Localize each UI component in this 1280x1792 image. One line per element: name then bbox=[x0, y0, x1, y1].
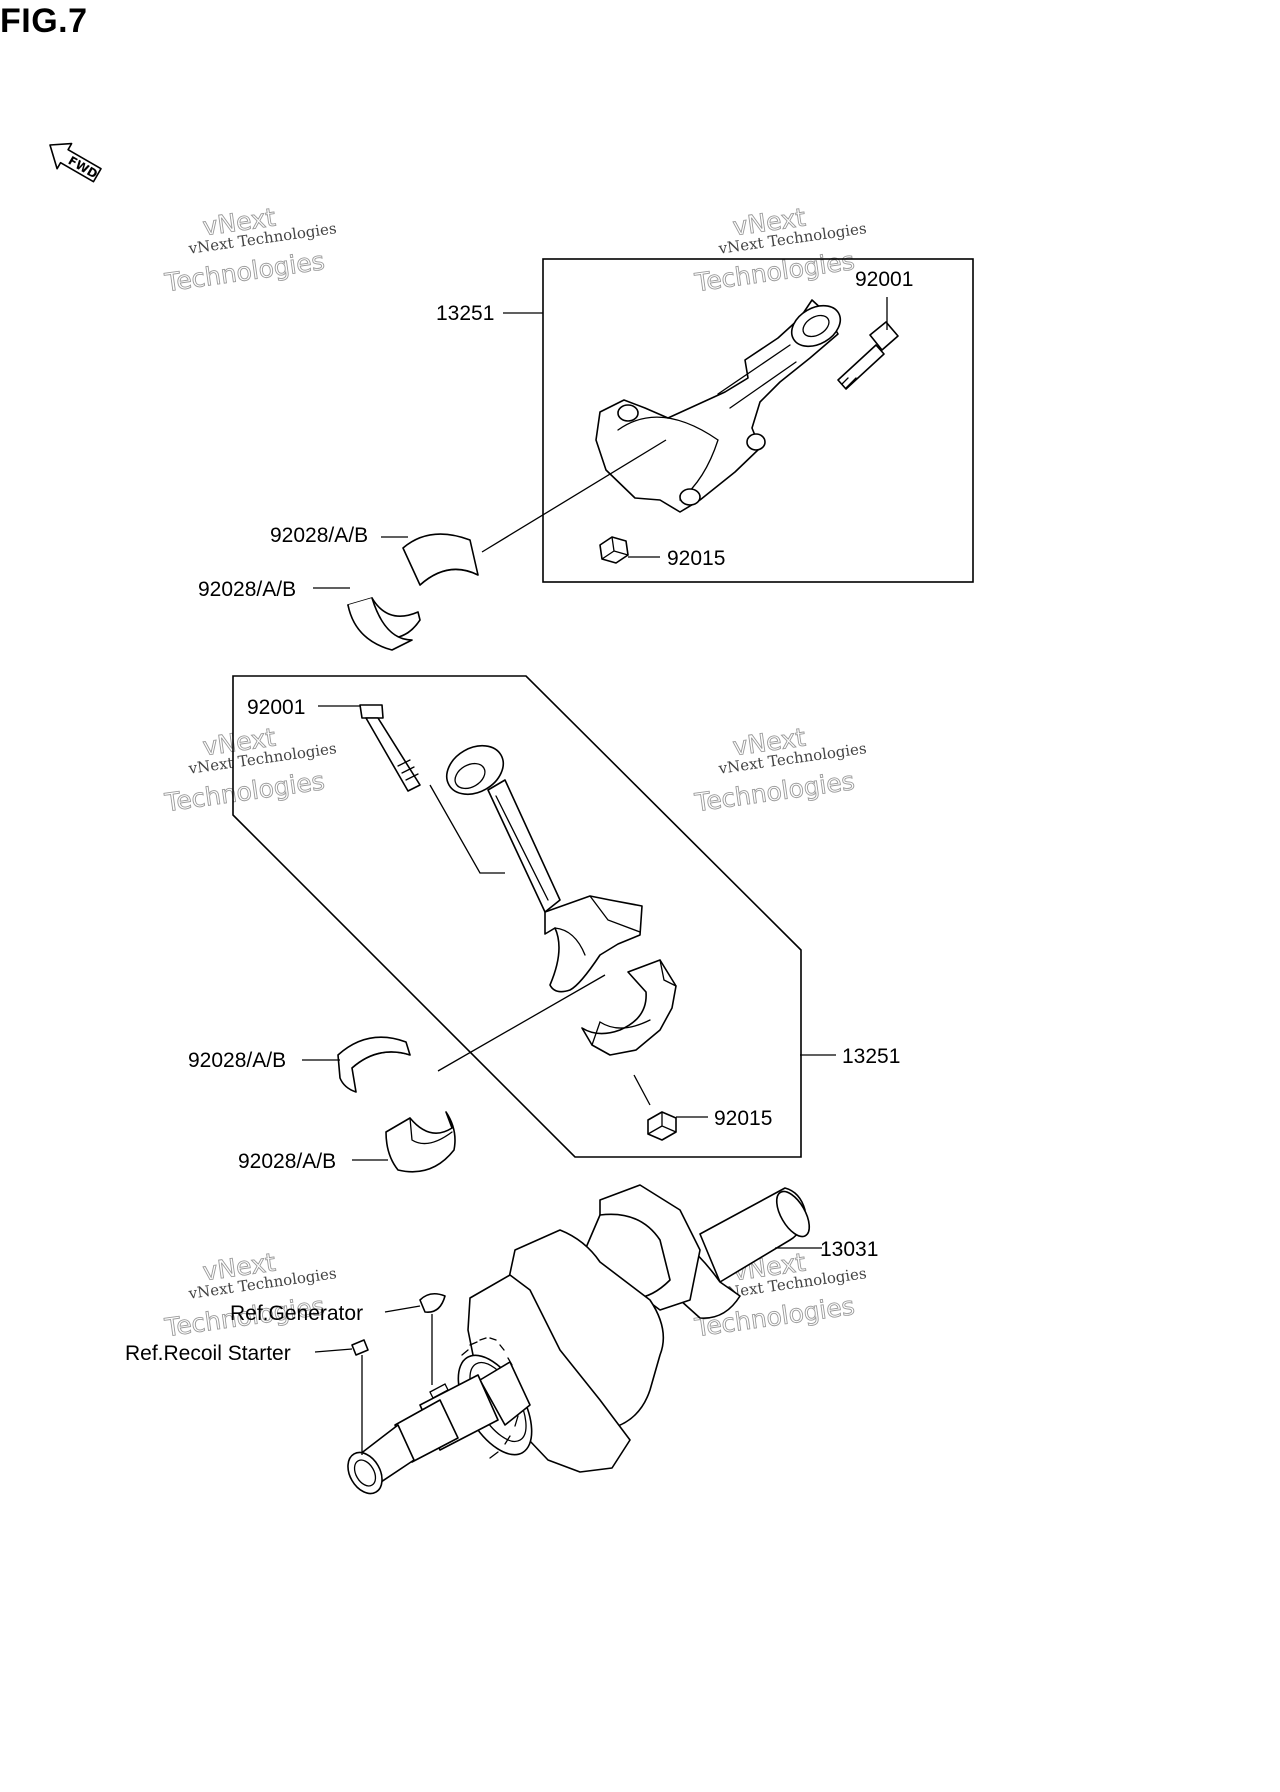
generator-key bbox=[419, 1292, 446, 1313]
callout-top-bearing-upper: 92028/A/B bbox=[270, 524, 368, 547]
top-bearing-leader bbox=[481, 439, 667, 553]
watermark-1: vNext vNext Technologies Technologies bbox=[162, 202, 338, 298]
mid-rod-cap bbox=[581, 959, 677, 1056]
recoil-starter-key bbox=[351, 1339, 369, 1356]
callout-top-nut: 92015 bbox=[667, 547, 725, 570]
mid-assembly-frame bbox=[232, 675, 802, 1158]
mid-nut bbox=[647, 1111, 677, 1141]
watermark-sub: Technologies bbox=[162, 766, 326, 817]
callout-mid-bolt: 92001 bbox=[247, 696, 305, 719]
watermark-sub: Technologies bbox=[162, 246, 326, 297]
top-bearing-lower bbox=[347, 597, 421, 651]
top-bolt bbox=[837, 321, 899, 390]
watermark-5: vNext vNext Technologies Technologies bbox=[162, 1247, 338, 1343]
mid-bearing-upper bbox=[337, 1036, 411, 1093]
mid-bolt bbox=[359, 704, 421, 792]
callout-mid-bearing-upper: 92028/A/B bbox=[188, 1049, 286, 1072]
ref-recoil-leader bbox=[314, 1348, 353, 1353]
fwd-arrow-icon: FWD bbox=[49, 142, 102, 183]
callout-crankshaft: 13031 bbox=[820, 1238, 878, 1261]
callout-top-bearing-lower: 92028/A/B bbox=[198, 578, 296, 601]
top-nut bbox=[599, 536, 629, 564]
ref-generator-leader bbox=[384, 1305, 421, 1313]
callout-mid-assembly: 13251 bbox=[842, 1045, 900, 1068]
callout-top-bolt: 92001 bbox=[855, 268, 913, 291]
watermark-2: vNext vNext Technologies Technologies bbox=[692, 202, 868, 298]
watermark-sub: Technologies bbox=[692, 766, 856, 817]
mid-connecting-rod bbox=[445, 744, 643, 993]
top-connecting-rod bbox=[595, 299, 842, 513]
mid-nut-leader-1 bbox=[633, 1074, 651, 1106]
mid-bearing-lower bbox=[385, 1111, 456, 1173]
top-bearing-upper bbox=[402, 533, 479, 586]
watermark-sub: Technologies bbox=[692, 246, 856, 297]
callout-top-assembly: 13251 bbox=[436, 302, 494, 325]
watermark-4: vNext vNext Technologies Technologies bbox=[692, 722, 868, 818]
mid-bearing-leader bbox=[437, 974, 606, 1072]
callout-ref-generator: Ref.Generator bbox=[230, 1302, 363, 1325]
crankshaft bbox=[347, 1184, 811, 1495]
figure-title: FIG.7 bbox=[0, 2, 88, 40]
mid-rod-leader bbox=[429, 784, 505, 874]
watermark-3: vNext vNext Technologies Technologies bbox=[162, 722, 338, 818]
callout-mid-bearing-lower: 92028/A/B bbox=[238, 1150, 336, 1173]
callout-ref-recoil-starter: Ref.Recoil Starter bbox=[125, 1342, 291, 1365]
callout-mid-nut: 92015 bbox=[714, 1107, 772, 1130]
top-assembly-frame bbox=[542, 258, 974, 583]
